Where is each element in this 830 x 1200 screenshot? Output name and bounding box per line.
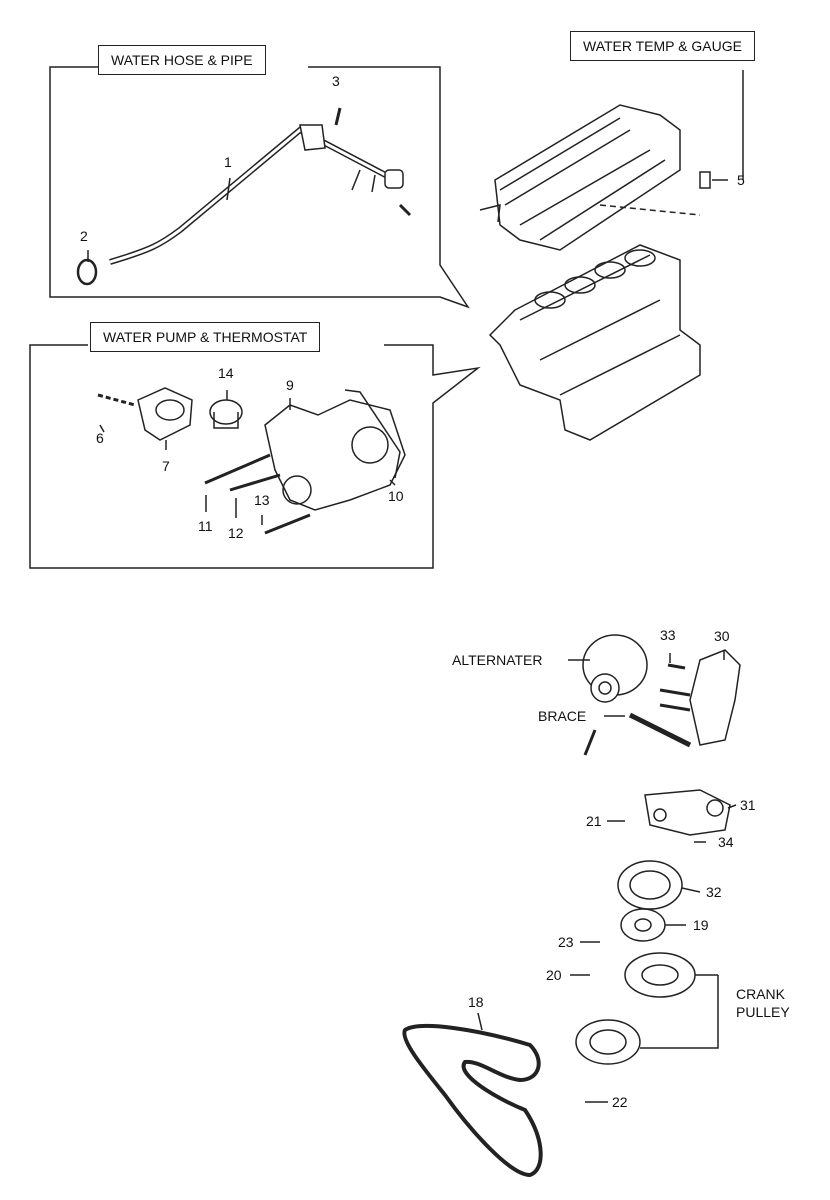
bolt-part-13 [264, 513, 311, 535]
callout-13: 13 [254, 492, 270, 508]
bolt-part-3 [334, 107, 342, 126]
callout-2: 2 [80, 228, 88, 244]
cylinder-head [479, 104, 701, 251]
brace-part [628, 712, 692, 748]
bolt-part-6 [97, 393, 136, 407]
callout-31: 31 [740, 797, 756, 813]
callout-6: 6 [96, 430, 104, 446]
section-water-pump-thermostat: WATER PUMP & THERMOSTAT [90, 322, 321, 352]
callout-30: 30 [714, 628, 730, 644]
callout-7: 7 [162, 458, 170, 474]
thermostat-housing-part [137, 387, 193, 441]
pulley-part-32 [617, 860, 683, 910]
tensioner-part [644, 789, 731, 836]
bolt-part-33 [667, 663, 686, 670]
cylinder-block [488, 244, 701, 441]
bracket-part [689, 649, 741, 746]
hose-pipe-frame [49, 66, 470, 309]
thermostat-part [209, 399, 243, 429]
callout-21: 21 [586, 813, 602, 829]
callout-33: 33 [660, 627, 676, 643]
callout-14: 14 [218, 365, 234, 381]
label-crank: CRANK [736, 986, 786, 1002]
callout-9: 9 [286, 377, 294, 393]
label-brace: BRACE [538, 708, 587, 724]
crank-pulley-part [624, 952, 696, 998]
temp-sensor-part [699, 171, 711, 189]
callout-19: 19 [693, 917, 709, 933]
callout-5: 5 [737, 172, 745, 188]
water-pump-part [264, 389, 406, 511]
callout-18: 18 [468, 994, 484, 1010]
label-pulley: PULLEY [736, 1004, 790, 1020]
callout-1: 1 [224, 154, 232, 170]
callout-20: 20 [546, 967, 562, 983]
callout-22: 22 [612, 1094, 628, 1110]
drive-belt-part [402, 1024, 543, 1178]
callout-11: 11 [198, 518, 213, 534]
bolt-part-12 [229, 473, 281, 492]
damper-pulley-part [575, 1019, 641, 1065]
section-water-hose-pipe: WATER HOSE & PIPE [98, 45, 266, 75]
callout-23: 23 [558, 934, 574, 950]
pulley-part-19 [620, 908, 666, 942]
section-water-temp-gauge: WATER TEMP & GAUGE [570, 31, 755, 61]
callout-34: 34 [718, 834, 734, 850]
callout-12: 12 [228, 525, 244, 541]
bolt-part-11 [204, 453, 271, 485]
alternator-part [582, 634, 648, 703]
gasket-part [76, 258, 98, 286]
callout-3: 3 [332, 73, 340, 89]
label-alternater: ALTERNATER [452, 652, 543, 668]
water-pipe-part [109, 124, 412, 265]
callout-32: 32 [706, 884, 722, 900]
callout-10: 10 [388, 488, 404, 504]
pump-thermostat-frame [29, 344, 481, 569]
